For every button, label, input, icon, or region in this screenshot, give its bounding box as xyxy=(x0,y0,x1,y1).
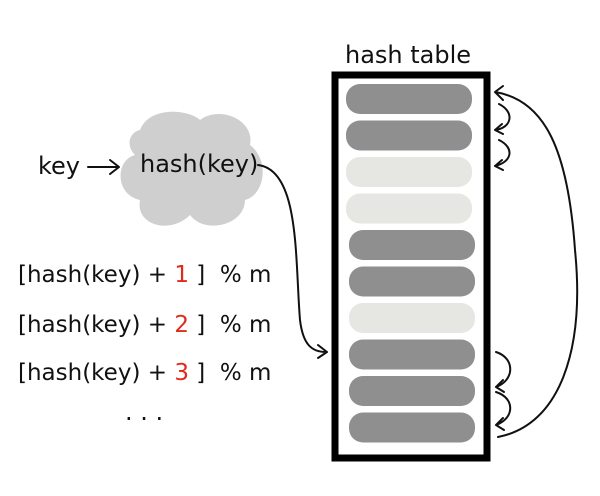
hash-slot-occupied xyxy=(349,412,475,443)
ellipsis: . . . xyxy=(125,398,163,426)
hash-table-slots xyxy=(346,84,475,443)
probe-formulas: [hash(key) + 1 ] % m [hash(key) + 2 ] % … xyxy=(18,262,271,426)
probe-arrow-icon xyxy=(494,139,511,171)
hash-function-cloud xyxy=(120,111,263,226)
probe-arrow-icon xyxy=(495,391,512,431)
probe-formula: [hash(key) + 3 ] % m xyxy=(18,360,271,386)
hash-slot-occupied xyxy=(349,376,475,406)
probe-arrow-icon xyxy=(495,351,512,393)
hash-slot-occupied xyxy=(346,120,472,151)
wraparound-arrow-icon xyxy=(494,85,579,438)
probe-arrow-icon xyxy=(494,103,511,135)
hash-slot-empty xyxy=(349,303,475,333)
hash-slot-empty xyxy=(346,193,472,224)
probe-formula: [hash(key) + 1 ] % m xyxy=(18,262,271,288)
hash-key-label: hash(key) xyxy=(140,150,258,178)
hash-slot-occupied xyxy=(349,230,475,260)
probe-arrows xyxy=(494,85,579,438)
probe-formula: [hash(key) + 2 ] % m xyxy=(18,312,271,338)
hash-slot-empty xyxy=(346,157,472,187)
hash-slot-occupied xyxy=(349,339,475,370)
hash-to-slot-arrow-icon xyxy=(257,164,328,359)
hash-slot-occupied xyxy=(346,84,472,114)
key-arrow-icon xyxy=(87,159,120,175)
hash-slot-occupied xyxy=(349,266,475,297)
key-label: key xyxy=(38,152,80,180)
hash-table-title: hash table xyxy=(345,41,471,69)
